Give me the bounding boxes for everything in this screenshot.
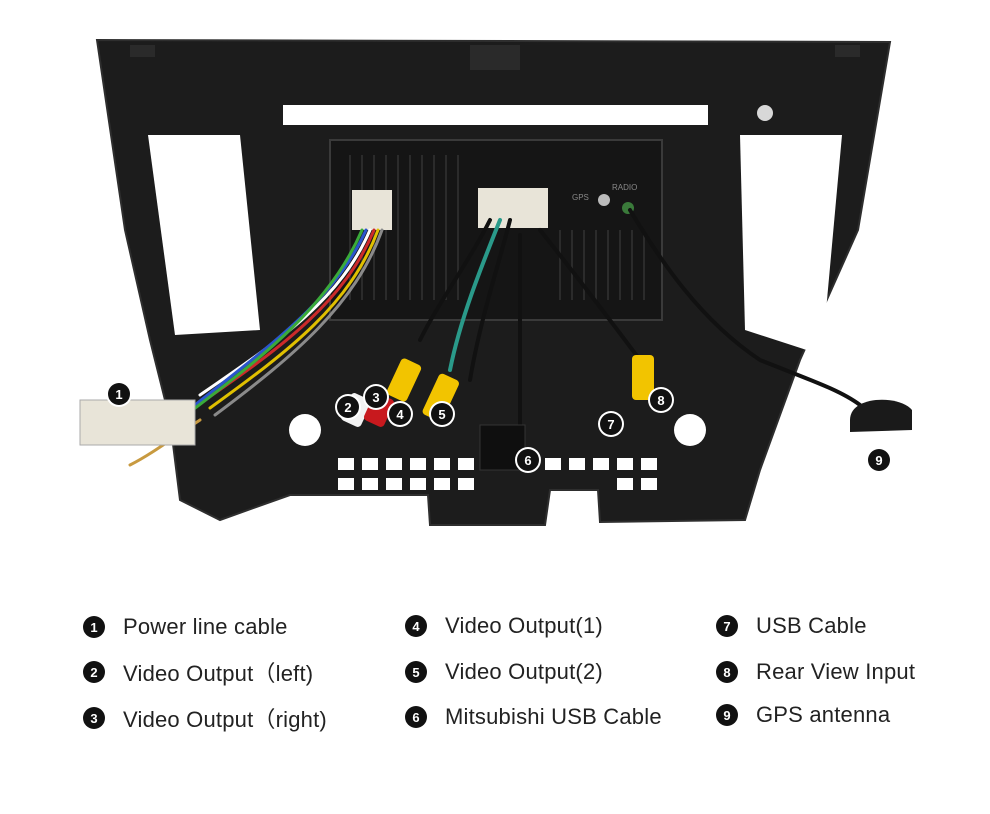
legend-item-gps: 9 GPS antenna <box>716 701 890 729</box>
legend-item-mitsubishi-usb: 6 Mitsubishi USB Cable <box>405 703 662 731</box>
legend-number: 2 <box>83 661 105 683</box>
legend-item-power-line: 1 Power line cable <box>83 613 288 641</box>
callout-marker-3: 3 <box>365 386 387 408</box>
legend-label: USB Cable <box>756 613 867 638</box>
gps-antenna <box>850 399 912 432</box>
legend-label: Video Output(2) <box>445 659 603 684</box>
legend-label: Mitsubishi USB Cable <box>445 704 662 729</box>
legend-number: 1 <box>83 616 105 638</box>
legend-number: 8 <box>716 661 738 683</box>
legend-label: Video Output(1) <box>445 613 603 638</box>
legend-number: 3 <box>83 707 105 729</box>
legend-label: Video Output（right) <box>123 707 327 732</box>
callout-marker-5: 5 <box>431 403 453 425</box>
callout-marker-7: 7 <box>600 413 622 435</box>
callout-marker-8: 8 <box>650 389 672 411</box>
legend-number: 7 <box>716 615 738 637</box>
callout-marker-1: 1 <box>108 383 130 405</box>
legend-number: 6 <box>405 706 427 728</box>
legend-label: Rear View Input <box>756 659 916 684</box>
legend-label: Power line cable <box>123 614 288 639</box>
legend-label: GPS antenna <box>756 702 891 727</box>
legend-item-rear-view: 8 Rear View Input <box>716 658 915 686</box>
radio-port-label: RADIO <box>612 183 637 192</box>
legend-label: Video Output（left) <box>123 661 314 686</box>
callout-marker-6: 6 <box>517 449 539 471</box>
legend-item-video-left: 2 Video Output（left) <box>83 658 313 686</box>
callout-marker-4: 4 <box>389 403 411 425</box>
legend-item-usb: 7 USB Cable <box>716 612 867 640</box>
legend-item-video-right: 3 Video Output（right) <box>83 704 327 732</box>
legend-number: 4 <box>405 615 427 637</box>
right-cutout <box>740 135 842 355</box>
callout-marker-9: 9 <box>868 449 890 471</box>
legend-number: 9 <box>716 704 738 726</box>
power-plug <box>79 399 196 446</box>
legend-item-video-1: 4 Video Output(1) <box>405 612 603 640</box>
legend-number: 5 <box>405 661 427 683</box>
product-photo: GPS RADIO <box>79 38 912 526</box>
left-cutout <box>148 135 260 335</box>
legend-item-video-2: 5 Video Output(2) <box>405 658 603 686</box>
gps-port-label: GPS <box>572 193 589 202</box>
callout-marker-2: 2 <box>337 396 359 418</box>
